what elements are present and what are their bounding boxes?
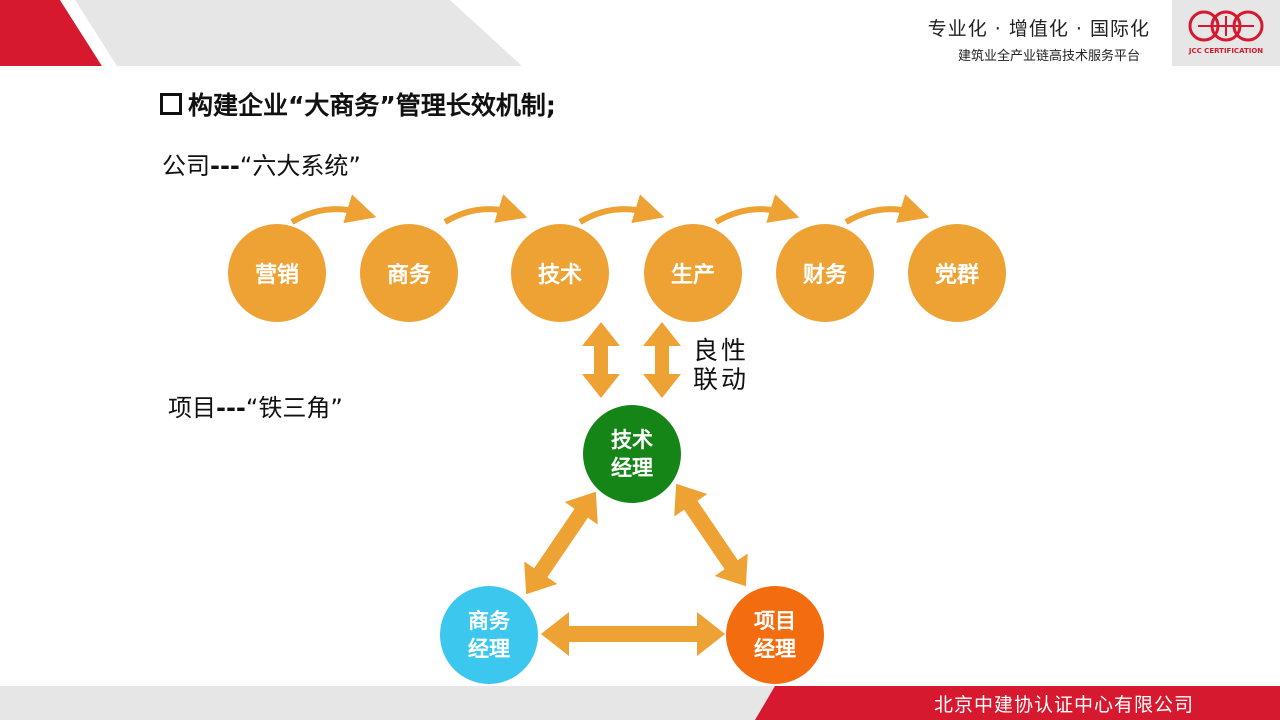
linkage-arrow-right [643, 322, 681, 398]
system-technology: 技术 [511, 224, 609, 322]
system-business: 商务 [360, 224, 458, 322]
triangle-arrow-top-left [524, 491, 598, 595]
flow-arrow-2 [443, 194, 528, 225]
company-logo: JCC CERTIFICATION [1172, 0, 1280, 66]
logo-caption: JCC CERTIFICATION [1188, 47, 1264, 55]
triangle-technical-manager: 技术 经理 [583, 405, 681, 503]
header-platform: 建筑业全产业链高技术服务平台 [957, 49, 1140, 64]
header-band [0, 0, 522, 66]
page-title-text: 构建企业“大商务”管理长效机制; [188, 91, 556, 120]
triangle-arrow-top-right [674, 483, 748, 587]
project-iron-triangle-label: 项目---“铁三角” [168, 394, 343, 422]
footer-band [0, 686, 1280, 720]
checkbox-square-icon [160, 93, 182, 115]
system-production: 生产 [644, 224, 742, 322]
header-slogan: 专业化 · 增值化 · 国际化 [927, 18, 1150, 40]
triangle-arrow-bottom [541, 612, 725, 656]
page-title: 构建企业“大商务”管理长效机制; [160, 86, 556, 122]
linkage-arrow-left [582, 322, 620, 398]
flow-arrow-4 [714, 194, 800, 225]
flow-arrow-3 [578, 194, 665, 225]
system-marketing: 营销 [228, 224, 326, 322]
flow-arrow-1 [290, 194, 377, 225]
triangle-business-manager: 商务 经理 [440, 586, 538, 684]
footer-company-name: 北京中建协认证中心有限公司 [933, 694, 1194, 716]
system-party: 党群 [908, 224, 1006, 322]
company-six-systems-label: 公司---“六大系统” [162, 152, 361, 180]
flow-arrow-5 [844, 194, 930, 225]
linkage-label: 良性 联动 [693, 336, 750, 394]
system-finance: 财务 [776, 224, 874, 322]
logo-rings-icon [1188, 10, 1264, 42]
triangle-project-manager: 项目 经理 [726, 586, 824, 684]
